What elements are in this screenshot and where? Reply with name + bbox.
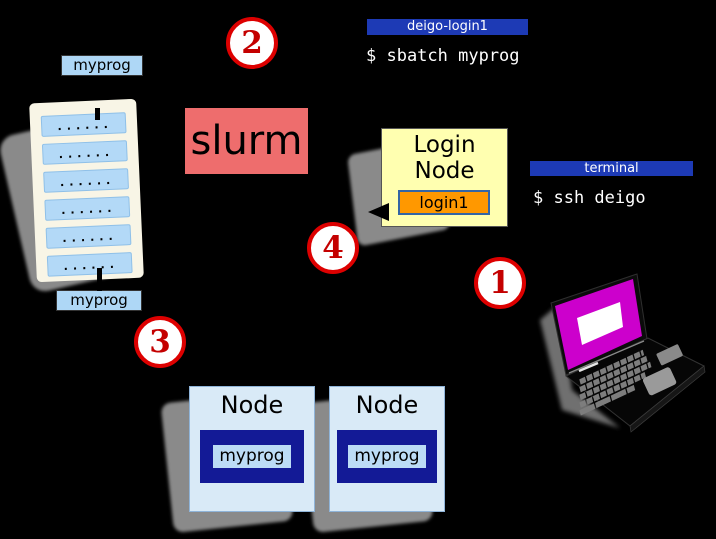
step-badge-1: 1 — [474, 257, 526, 309]
login-node-box: Login Node login1 — [381, 128, 508, 227]
job-chip: myprog — [213, 445, 291, 468]
laptop-screen — [577, 302, 623, 345]
queue-row: ...... — [40, 112, 127, 137]
step-badge-3: 3 — [134, 316, 186, 368]
script-chip-bottom: myprog — [56, 290, 142, 311]
step-badge-4: 4 — [307, 222, 359, 274]
compute-node-box: Node myprog — [329, 386, 445, 512]
scheduler-box: slurm — [185, 108, 308, 174]
laptop-touchpad — [642, 367, 677, 396]
queue-row: ...... — [41, 140, 128, 165]
laptop-hinge-highlight — [578, 361, 599, 373]
job-queue-paper: ...... ...... ...... ...... ...... .....… — [29, 98, 144, 283]
laptop-keypad-patch — [656, 344, 683, 366]
queue-row: ...... — [45, 224, 132, 249]
login-node-title: Login Node — [413, 132, 476, 184]
queue-row: ...... — [44, 196, 131, 221]
laptop-base-edge — [629, 365, 706, 433]
script-chip-top: myprog — [61, 55, 143, 76]
command-sbatch: $ sbatch myprog — [366, 46, 520, 66]
connector-notch — [97, 268, 102, 291]
laptop-hinge — [568, 340, 645, 374]
queue-row: ...... — [46, 252, 133, 277]
laptop-keyboard — [579, 349, 652, 416]
command-ssh: $ ssh deigo — [533, 188, 646, 208]
job-slot: myprog — [337, 430, 437, 483]
job-slot: myprog — [200, 430, 304, 483]
connector-notch — [95, 108, 100, 120]
terminal-titlebar-remote: deigo-login1 — [367, 19, 528, 35]
job-chip: myprog — [348, 445, 426, 468]
compute-node-box: Node myprog — [189, 386, 315, 512]
login-host-badge: login1 — [398, 190, 490, 215]
laptop-icon — [540, 273, 706, 433]
queue-row: ...... — [43, 168, 129, 193]
compute-node-title: Node — [355, 391, 419, 419]
terminal-titlebar-local: terminal — [530, 161, 693, 176]
arrowhead-left-icon — [368, 203, 389, 221]
compute-node-title: Node — [220, 391, 284, 419]
step-badge-2: 2 — [226, 17, 278, 69]
